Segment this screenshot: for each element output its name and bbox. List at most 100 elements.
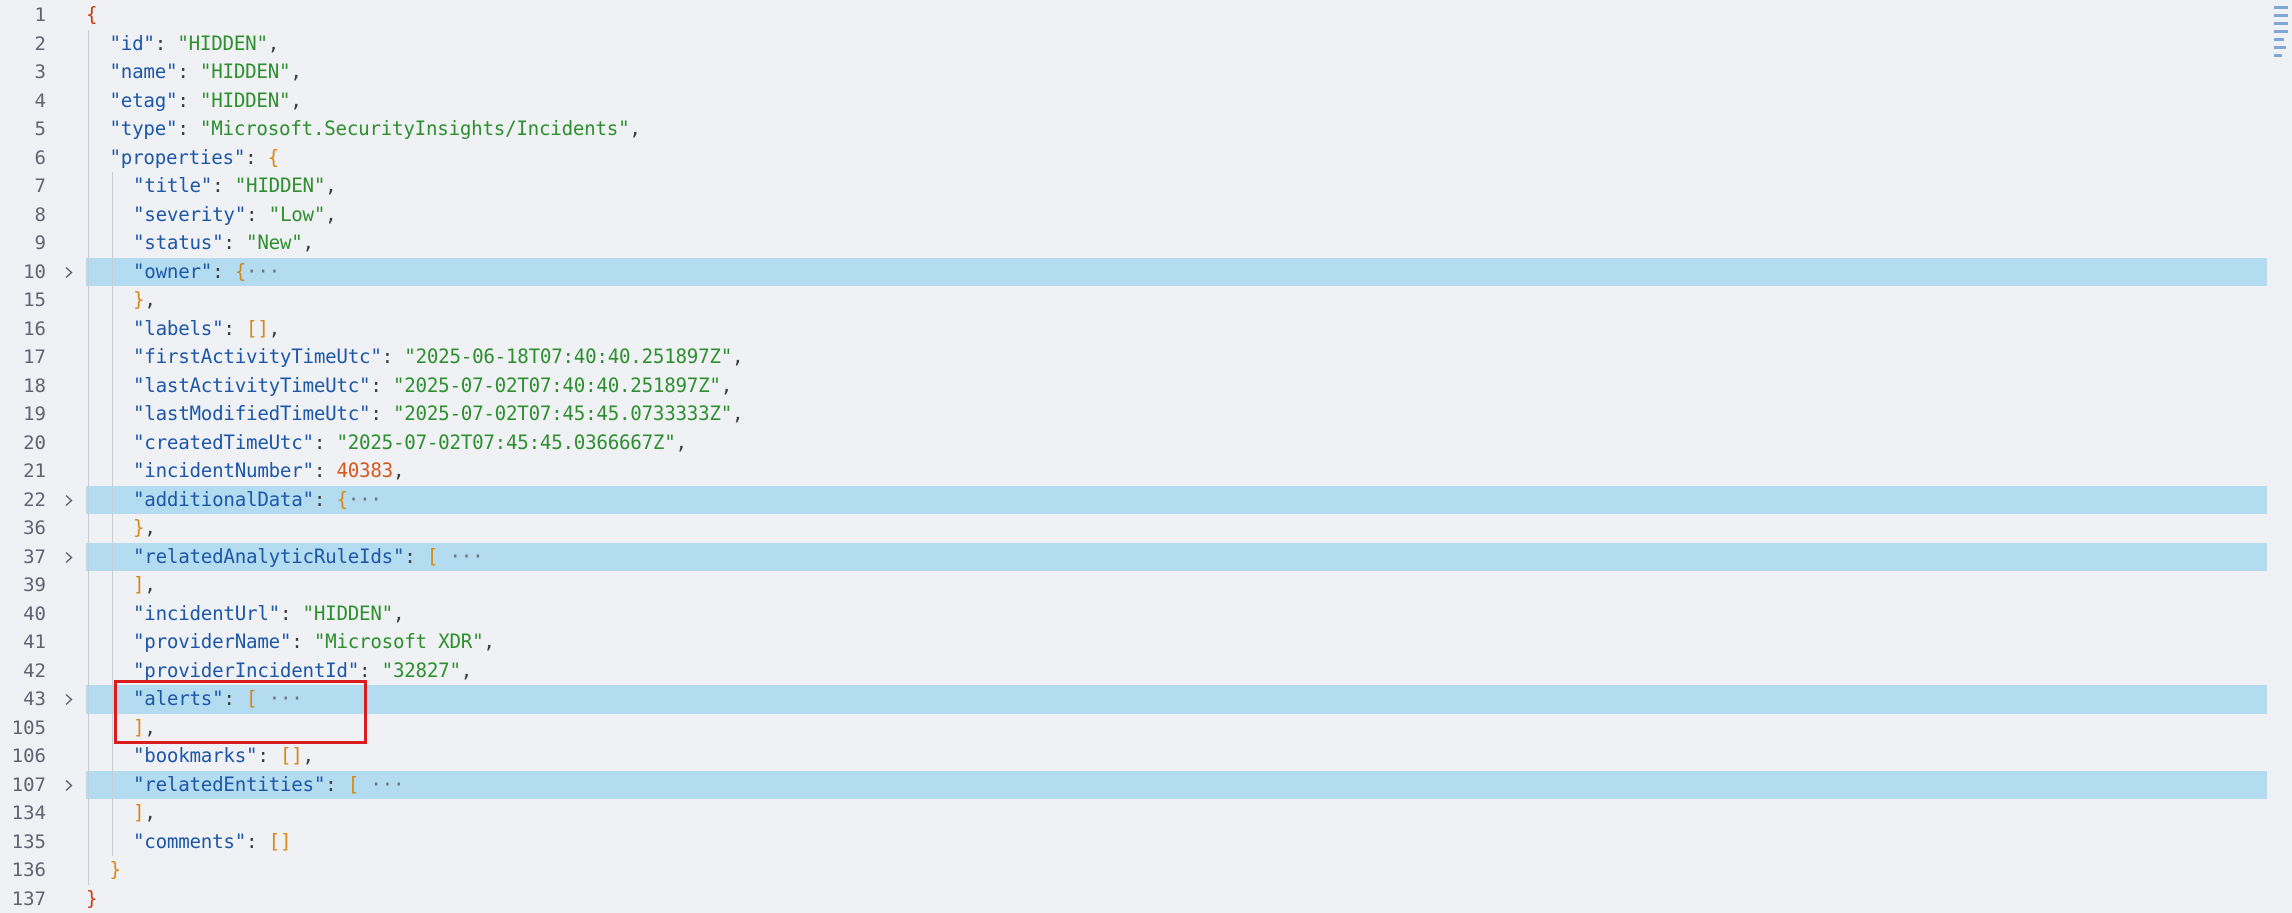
code-line[interactable]: 41"providerName": "Microsoft XDR",	[0, 628, 2268, 657]
code-token: "HIDDEN"	[200, 89, 290, 112]
code-token: "HIDDEN"	[177, 32, 267, 55]
code-token: "New"	[246, 231, 303, 254]
code-token: ,	[144, 288, 155, 311]
code-token: }	[86, 887, 97, 910]
code-text: },	[133, 286, 156, 315]
line-number: 22	[0, 486, 46, 515]
code-token: "providerIncidentId"	[133, 659, 359, 682]
code-token: ,	[144, 516, 155, 539]
code-line[interactable]: 20"createdTimeUtc": "2025-07-02T07:45:45…	[0, 429, 2268, 458]
code-token: :	[314, 459, 337, 482]
code-token: ]	[133, 573, 144, 596]
code-token: ,	[144, 801, 155, 824]
code-line[interactable]: 6"properties": {	[0, 144, 2268, 173]
line-number: 21	[0, 457, 46, 486]
code-token: "properties"	[110, 146, 246, 169]
code-line[interactable]: 1{	[0, 1, 2268, 30]
code-line[interactable]: 17"firstActivityTimeUtc": "2025-06-18T07…	[0, 343, 2268, 372]
code-line[interactable]: 135"comments": []	[0, 828, 2268, 857]
code-token: "2025-07-02T07:45:45.0366667Z"	[336, 431, 675, 454]
line-number: 4	[0, 87, 46, 116]
line-number: 18	[0, 372, 46, 401]
code-line[interactable]: 5"type": "Microsoft.SecurityInsights/Inc…	[0, 115, 2268, 144]
code-line[interactable]: 22"additionalData": {···	[0, 486, 2268, 515]
line-number: 36	[0, 514, 46, 543]
code-text: ],	[133, 571, 156, 600]
code-text: "owner": {···	[133, 258, 280, 287]
code-line[interactable]: 36},	[0, 514, 2268, 543]
code-line[interactable]: 4 "etag": "HIDDEN",	[0, 87, 2268, 116]
code-line[interactable]: 134],	[0, 799, 2268, 828]
line-number: 134	[0, 799, 46, 828]
code-token: :	[177, 117, 200, 140]
code-line[interactable]: 18"lastActivityTimeUtc": "2025-07-02T07:…	[0, 372, 2268, 401]
code-text: "firstActivityTimeUtc": "2025-06-18T07:4…	[133, 343, 743, 372]
code-text: "incidentNumber": 40383,	[133, 457, 404, 486]
code-line[interactable]: 3"name": "HIDDEN",	[0, 58, 2268, 87]
code-token: :	[257, 744, 280, 767]
code-text: "title": "HIDDEN",	[133, 172, 336, 201]
code-token: :	[246, 830, 269, 853]
code-token: :	[382, 345, 405, 368]
code-token: ,	[461, 659, 472, 682]
line-number: 19	[0, 400, 46, 429]
code-token: ,	[303, 744, 314, 767]
code-line[interactable]: 10"owner": {···	[0, 258, 2268, 287]
code-token: "Microsoft.SecurityInsights/Incidents"	[200, 117, 629, 140]
minimap[interactable]	[2268, 0, 2292, 912]
line-number: 106	[0, 742, 46, 771]
line-number: 9	[0, 229, 46, 258]
code-token: "id"	[110, 32, 155, 55]
chevron-right-icon[interactable]	[62, 543, 78, 572]
chevron-right-icon[interactable]	[62, 685, 78, 714]
chevron-right-icon[interactable]	[62, 486, 78, 515]
code-line[interactable]: 16"labels": [],	[0, 315, 2268, 344]
minimap-mark	[2274, 30, 2288, 33]
code-token: :	[223, 317, 246, 340]
code-token: :	[177, 60, 200, 83]
code-text: },	[133, 514, 156, 543]
code-line[interactable]: 8"severity": "Low",	[0, 201, 2268, 230]
code-token: "Microsoft XDR"	[314, 630, 484, 653]
code-text: "etag": "HIDDEN",	[110, 87, 302, 116]
code-token: ···	[246, 260, 280, 283]
line-number: 6	[0, 144, 46, 173]
code-line[interactable]: 2"id": "HIDDEN",	[0, 30, 2268, 59]
code-line[interactable]: 19 "lastModifiedTimeUtc": "2025-07-02T07:…	[0, 400, 2268, 429]
code-text: "status": "New",	[133, 229, 314, 258]
chevron-right-icon[interactable]	[62, 258, 78, 287]
minimap-mark	[2274, 22, 2288, 25]
code-line[interactable]: 106"bookmarks": [],	[0, 742, 2268, 771]
code-line[interactable]: 40"incidentUrl": "HIDDEN",	[0, 600, 2268, 629]
code-line[interactable]: 21 "incidentNumber": 40383,	[0, 457, 2268, 486]
code-token: "labels"	[133, 317, 223, 340]
code-line[interactable]: 9 "status": "New",	[0, 229, 2268, 258]
code-line[interactable]: 136}	[0, 856, 2268, 885]
code-line[interactable]: 39],	[0, 571, 2268, 600]
code-line[interactable]: 7"title": "HIDDEN",	[0, 172, 2268, 201]
code-line[interactable]: 15},	[0, 286, 2268, 315]
code-token: ,	[393, 459, 404, 482]
code-token: {	[336, 488, 347, 511]
code-token: ,	[303, 231, 314, 254]
code-token: :	[223, 231, 246, 254]
code-token: :	[370, 374, 393, 397]
code-text: "lastModifiedTimeUtc": "2025-07-02T07:45…	[133, 400, 743, 429]
code-token: :	[291, 630, 314, 653]
code-text: }	[86, 885, 97, 913]
line-number: 40	[0, 600, 46, 629]
chevron-right-icon[interactable]	[62, 771, 78, 800]
code-text: "severity": "Low",	[133, 201, 336, 230]
code-token: ···	[348, 488, 382, 511]
code-line[interactable]: 137}	[0, 885, 2268, 913]
code-line[interactable]: 37"relatedAnalyticRuleIds": [ ···	[0, 543, 2268, 572]
code-token: ,	[268, 32, 279, 55]
line-number: 43	[0, 685, 46, 714]
code-text: {	[86, 1, 97, 30]
code-token: :	[370, 402, 393, 425]
code-token: ,	[393, 602, 404, 625]
line-number: 16	[0, 315, 46, 344]
code-line[interactable]: 107"relatedEntities": [ ···	[0, 771, 2268, 800]
code-token: [	[427, 545, 438, 568]
